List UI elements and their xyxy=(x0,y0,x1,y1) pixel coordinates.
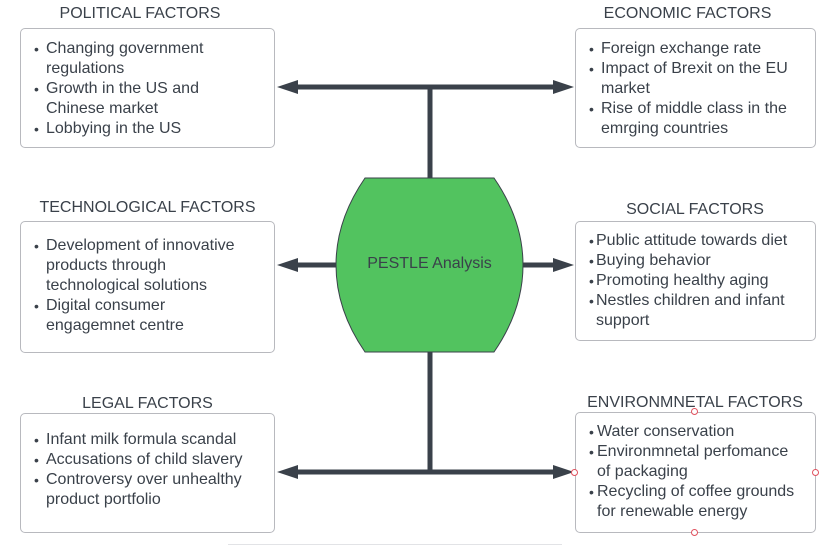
arrow-to-environmental xyxy=(430,465,574,479)
arrow-to-social xyxy=(523,258,574,272)
technological-list: Development of innovative products throu… xyxy=(21,222,274,336)
environmental-box[interactable]: Water conservation Environmnetal perfoma… xyxy=(575,412,816,533)
social-item: Nestles children and infant support xyxy=(576,291,806,331)
environmental-list: Water conservation Environmnetal perfoma… xyxy=(576,413,815,522)
economic-list: Foreign exchange rate Impact of Brexit o… xyxy=(576,29,815,139)
social-title: SOCIAL FACTORS xyxy=(626,201,764,218)
political-list: Changing government regulations Growth i… xyxy=(21,29,274,139)
legal-box[interactable]: Infant milk formula scandal Accusations … xyxy=(20,413,275,533)
political-item: Lobbying in the US xyxy=(21,119,274,139)
resize-handle-top[interactable] xyxy=(691,408,698,415)
environmental-item: Recycling of coffee grounds for renewabl… xyxy=(576,482,812,522)
resize-handle-bottom[interactable] xyxy=(691,529,698,536)
technological-title: TECHNOLOGICAL FACTORS xyxy=(39,199,256,216)
resize-handle-right[interactable] xyxy=(812,469,819,476)
economic-item: Impact of Brexit on the EU market xyxy=(576,59,801,99)
environmental-title: ENVIRONMNETAL FACTORS xyxy=(587,394,803,411)
pestle-center-shape[interactable] xyxy=(335,177,524,353)
political-box[interactable]: Changing government regulations Growth i… xyxy=(20,28,275,148)
legal-title: LEGAL FACTORS xyxy=(82,395,213,412)
political-item: Growth in the US and Chinese market xyxy=(21,79,221,119)
technological-box[interactable]: Development of innovative products throu… xyxy=(20,221,275,353)
legal-item: Accusations of child slavery xyxy=(21,450,274,470)
social-item: Public attitude towards diet xyxy=(576,231,815,251)
political-item: Changing government regulations xyxy=(21,39,226,79)
environmental-item: Water conservation xyxy=(576,422,815,442)
economic-item: Foreign exchange rate xyxy=(576,39,815,59)
political-title: POLITICAL FACTORS xyxy=(59,5,221,22)
arrow-to-legal xyxy=(277,465,430,479)
arrow-to-technological xyxy=(277,258,337,272)
resize-handle-left[interactable] xyxy=(571,469,578,476)
social-item: Buying behavior xyxy=(576,251,815,271)
economic-item: Rise of middle class in the emrging coun… xyxy=(576,99,801,139)
pestle-center-label: PESTLE Analysis xyxy=(367,255,492,272)
economic-title: ECONOMIC FACTORS xyxy=(603,5,772,22)
environmental-item: Environmnetal perfomance of packaging xyxy=(576,442,802,482)
technological-item: Development of innovative products throu… xyxy=(21,236,251,296)
arrow-to-economic xyxy=(430,80,574,94)
social-item: Promoting healthy aging xyxy=(576,271,815,291)
legal-item: Controversy over unhealthy product portf… xyxy=(21,470,261,510)
legal-item: Infant milk formula scandal xyxy=(21,430,274,450)
social-box[interactable]: Public attitude towards diet Buying beha… xyxy=(575,221,816,341)
social-list: Public attitude towards diet Buying beha… xyxy=(576,222,815,331)
legal-list: Infant milk formula scandal Accusations … xyxy=(21,414,274,510)
economic-box[interactable]: Foreign exchange rate Impact of Brexit o… xyxy=(575,28,816,148)
technological-item: Digital consumer engagemnet centre xyxy=(21,296,206,336)
arrow-to-political xyxy=(277,80,430,94)
